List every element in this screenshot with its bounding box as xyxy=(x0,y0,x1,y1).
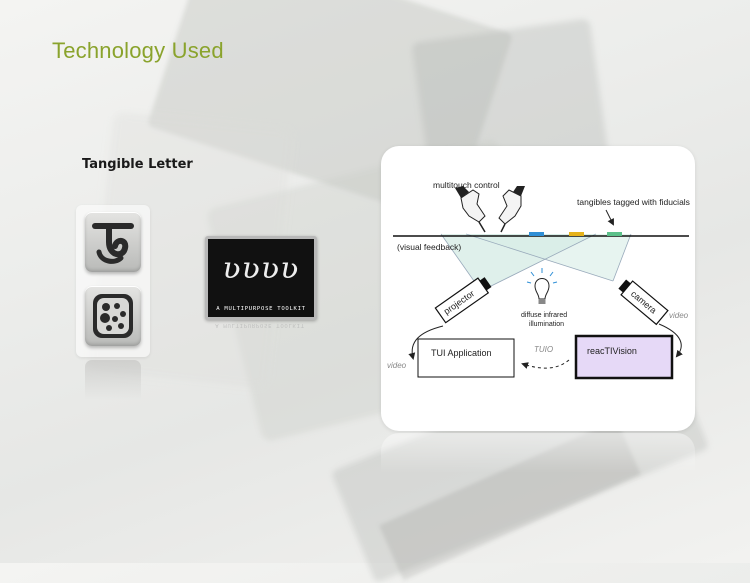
tangible-letter-tile xyxy=(85,212,141,272)
multitouch-control-label: multitouch control xyxy=(433,180,500,190)
hand-right-icon xyxy=(498,186,525,233)
video-right-label: video xyxy=(669,311,689,320)
tile-reflection xyxy=(85,360,141,400)
beam-edge xyxy=(612,233,632,282)
tangibles-tagged-label: tangibles tagged with fiducials xyxy=(577,197,690,207)
reactivision-diagram-svg: multitouch control tangibles tagged with… xyxy=(387,180,690,380)
diffuse-infrared-label: diffuse infrared xyxy=(521,312,567,319)
fiducial-marker-icon xyxy=(93,294,133,338)
slide-subtitle: Tangible Letter xyxy=(82,157,193,172)
video-left-label: video xyxy=(387,361,407,370)
reactivision-box xyxy=(574,334,674,380)
infrared-bulb-icon xyxy=(526,268,558,304)
fiducial-tangible-blue xyxy=(529,232,544,236)
fiducial-marker-tile xyxy=(85,286,141,346)
fiducial-tangible-yellow xyxy=(569,232,584,236)
tuio-label: TUIO xyxy=(534,345,553,354)
reactivision-diagram: multitouch control tangibles tagged with… xyxy=(381,146,695,431)
reactivision-label: reacTIVision xyxy=(587,346,637,356)
toolkit-glyphs-icon: ʋʋʋʋ xyxy=(222,251,300,286)
slide-title: Technology Used xyxy=(52,38,224,63)
tui-application-label: TUI Application xyxy=(431,348,492,358)
beam-edge xyxy=(480,233,597,292)
illumination-label: illumination xyxy=(529,321,564,328)
projector-box: projector xyxy=(434,277,492,324)
toolkit-caption-reflection: A MULTIPURPOSE TOOLKIT xyxy=(215,322,305,328)
beam-edge xyxy=(465,233,614,282)
toolkit-caption: A MULTIPURPOSE TOOLKIT xyxy=(216,306,306,312)
tui-application-box xyxy=(417,338,515,378)
diagram-reflection xyxy=(381,433,695,473)
visual-feedback-label: (visual feedback) xyxy=(397,242,461,252)
letter-glyph-icon xyxy=(92,223,134,264)
camera-box: camera xyxy=(618,279,669,326)
toolkit-logo: ʋʋʋʋ A MULTIPURPOSE TOOLKIT xyxy=(205,236,317,320)
fiducial-tangible-green xyxy=(607,232,622,236)
tuio-arrow xyxy=(521,359,570,369)
video-arrow-right xyxy=(658,323,683,358)
hand-left-icon xyxy=(455,186,486,233)
tangibles-arrow xyxy=(605,209,614,226)
video-arrow-left xyxy=(408,325,444,360)
